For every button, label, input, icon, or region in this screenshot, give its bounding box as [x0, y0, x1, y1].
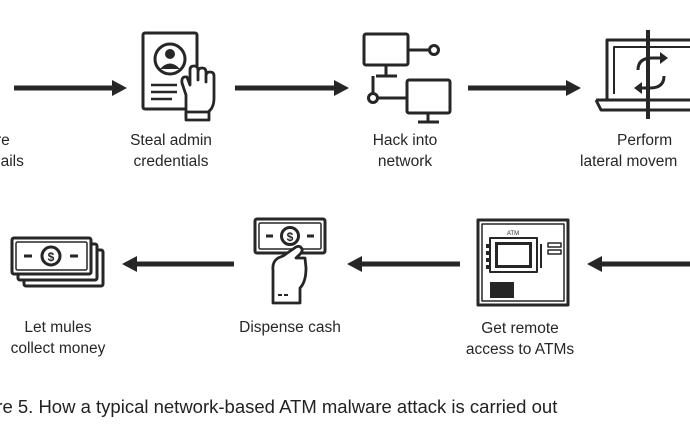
- step-label-mules-line1: Let mules: [24, 319, 92, 336]
- step-label-dispense-cash: Dispense cash: [220, 317, 360, 338]
- step-label-hack-network-line2: network: [377, 153, 433, 170]
- step-label-lateral-movement-line1: Perform: [617, 132, 673, 149]
- step-label-remote-access-line2: access to ATMs: [465, 341, 575, 358]
- cash-dollar-symbol: $: [287, 230, 294, 244]
- step-label-steal-credentials-line2: credentials: [133, 153, 209, 170]
- step-label-dispense-cash-line1: Dispense cash: [239, 319, 341, 336]
- step-label-hack-network: Hack into network: [345, 130, 465, 172]
- step-label-lateral-movement-line2: lateral movem: [580, 153, 678, 170]
- step-label-hack-network-line1: Hack into: [372, 132, 438, 149]
- step-label-remote-access-line1: Get remote: [481, 320, 559, 337]
- step-label-lateral-movement: Perform lateral movem: [580, 130, 677, 172]
- atm-screen-label: ATM: [507, 231, 519, 237]
- step-label-steal-credentials: Steal admin credentials: [108, 130, 234, 172]
- step-label-phishing-line1: re: [0, 132, 10, 149]
- bill-dollar-symbol: $: [48, 250, 55, 264]
- step-label-remote-access: Get remote access to ATMs: [450, 318, 590, 360]
- step-label-phishing-line2: nails: [0, 153, 24, 170]
- step-label-steal-credentials-line1: Steal admin: [130, 132, 212, 149]
- step-label-mules: Let mules collect money: [0, 317, 126, 359]
- step-label-phishing: re nails: [0, 130, 24, 172]
- step-label-mules-line2: collect money: [10, 340, 106, 357]
- figure-caption: ure 5. How a typical network-based ATM m…: [0, 396, 558, 417]
